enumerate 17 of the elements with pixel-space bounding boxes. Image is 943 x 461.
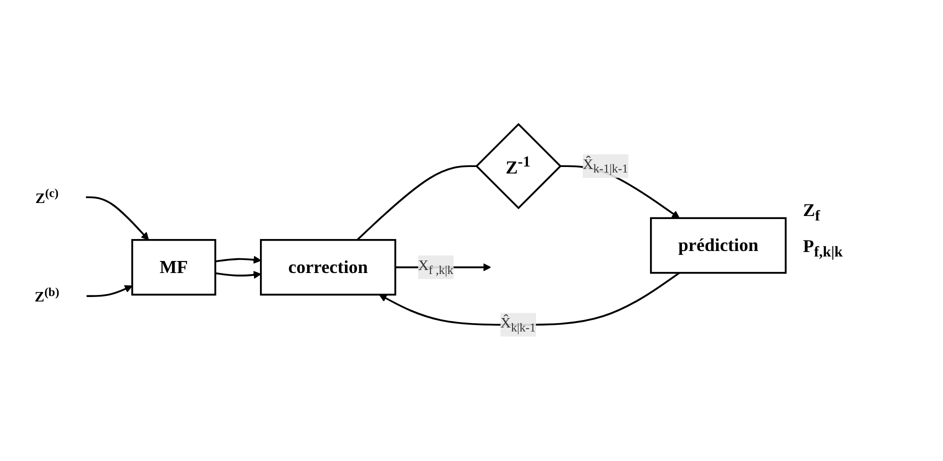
edge-label: X̂$_{k-1|k-1}$ xyxy=(582,156,628,176)
node-box: prédiction xyxy=(650,217,787,274)
node-box: MF xyxy=(131,239,216,296)
node-text: Z$^{(c)}$ xyxy=(35,186,59,207)
connector xyxy=(356,165,476,241)
signal-label: Z$_{f}$ xyxy=(803,200,822,226)
arrow xyxy=(215,256,262,264)
edge-label: X$_{f ,k|k}$ xyxy=(418,258,454,277)
arrow xyxy=(378,272,680,326)
signal-label: P$_{f,k|k}$ xyxy=(803,236,844,262)
arrow xyxy=(86,196,149,240)
arrow xyxy=(86,285,133,297)
edge-label: X̂$_{k|k-1}$ xyxy=(500,316,536,334)
arrow xyxy=(215,270,262,279)
node-text: Z$^{(b)}$ xyxy=(34,284,60,306)
node-box: correction xyxy=(260,239,396,296)
node-diamond: Z$^{-1}$ xyxy=(475,122,562,210)
